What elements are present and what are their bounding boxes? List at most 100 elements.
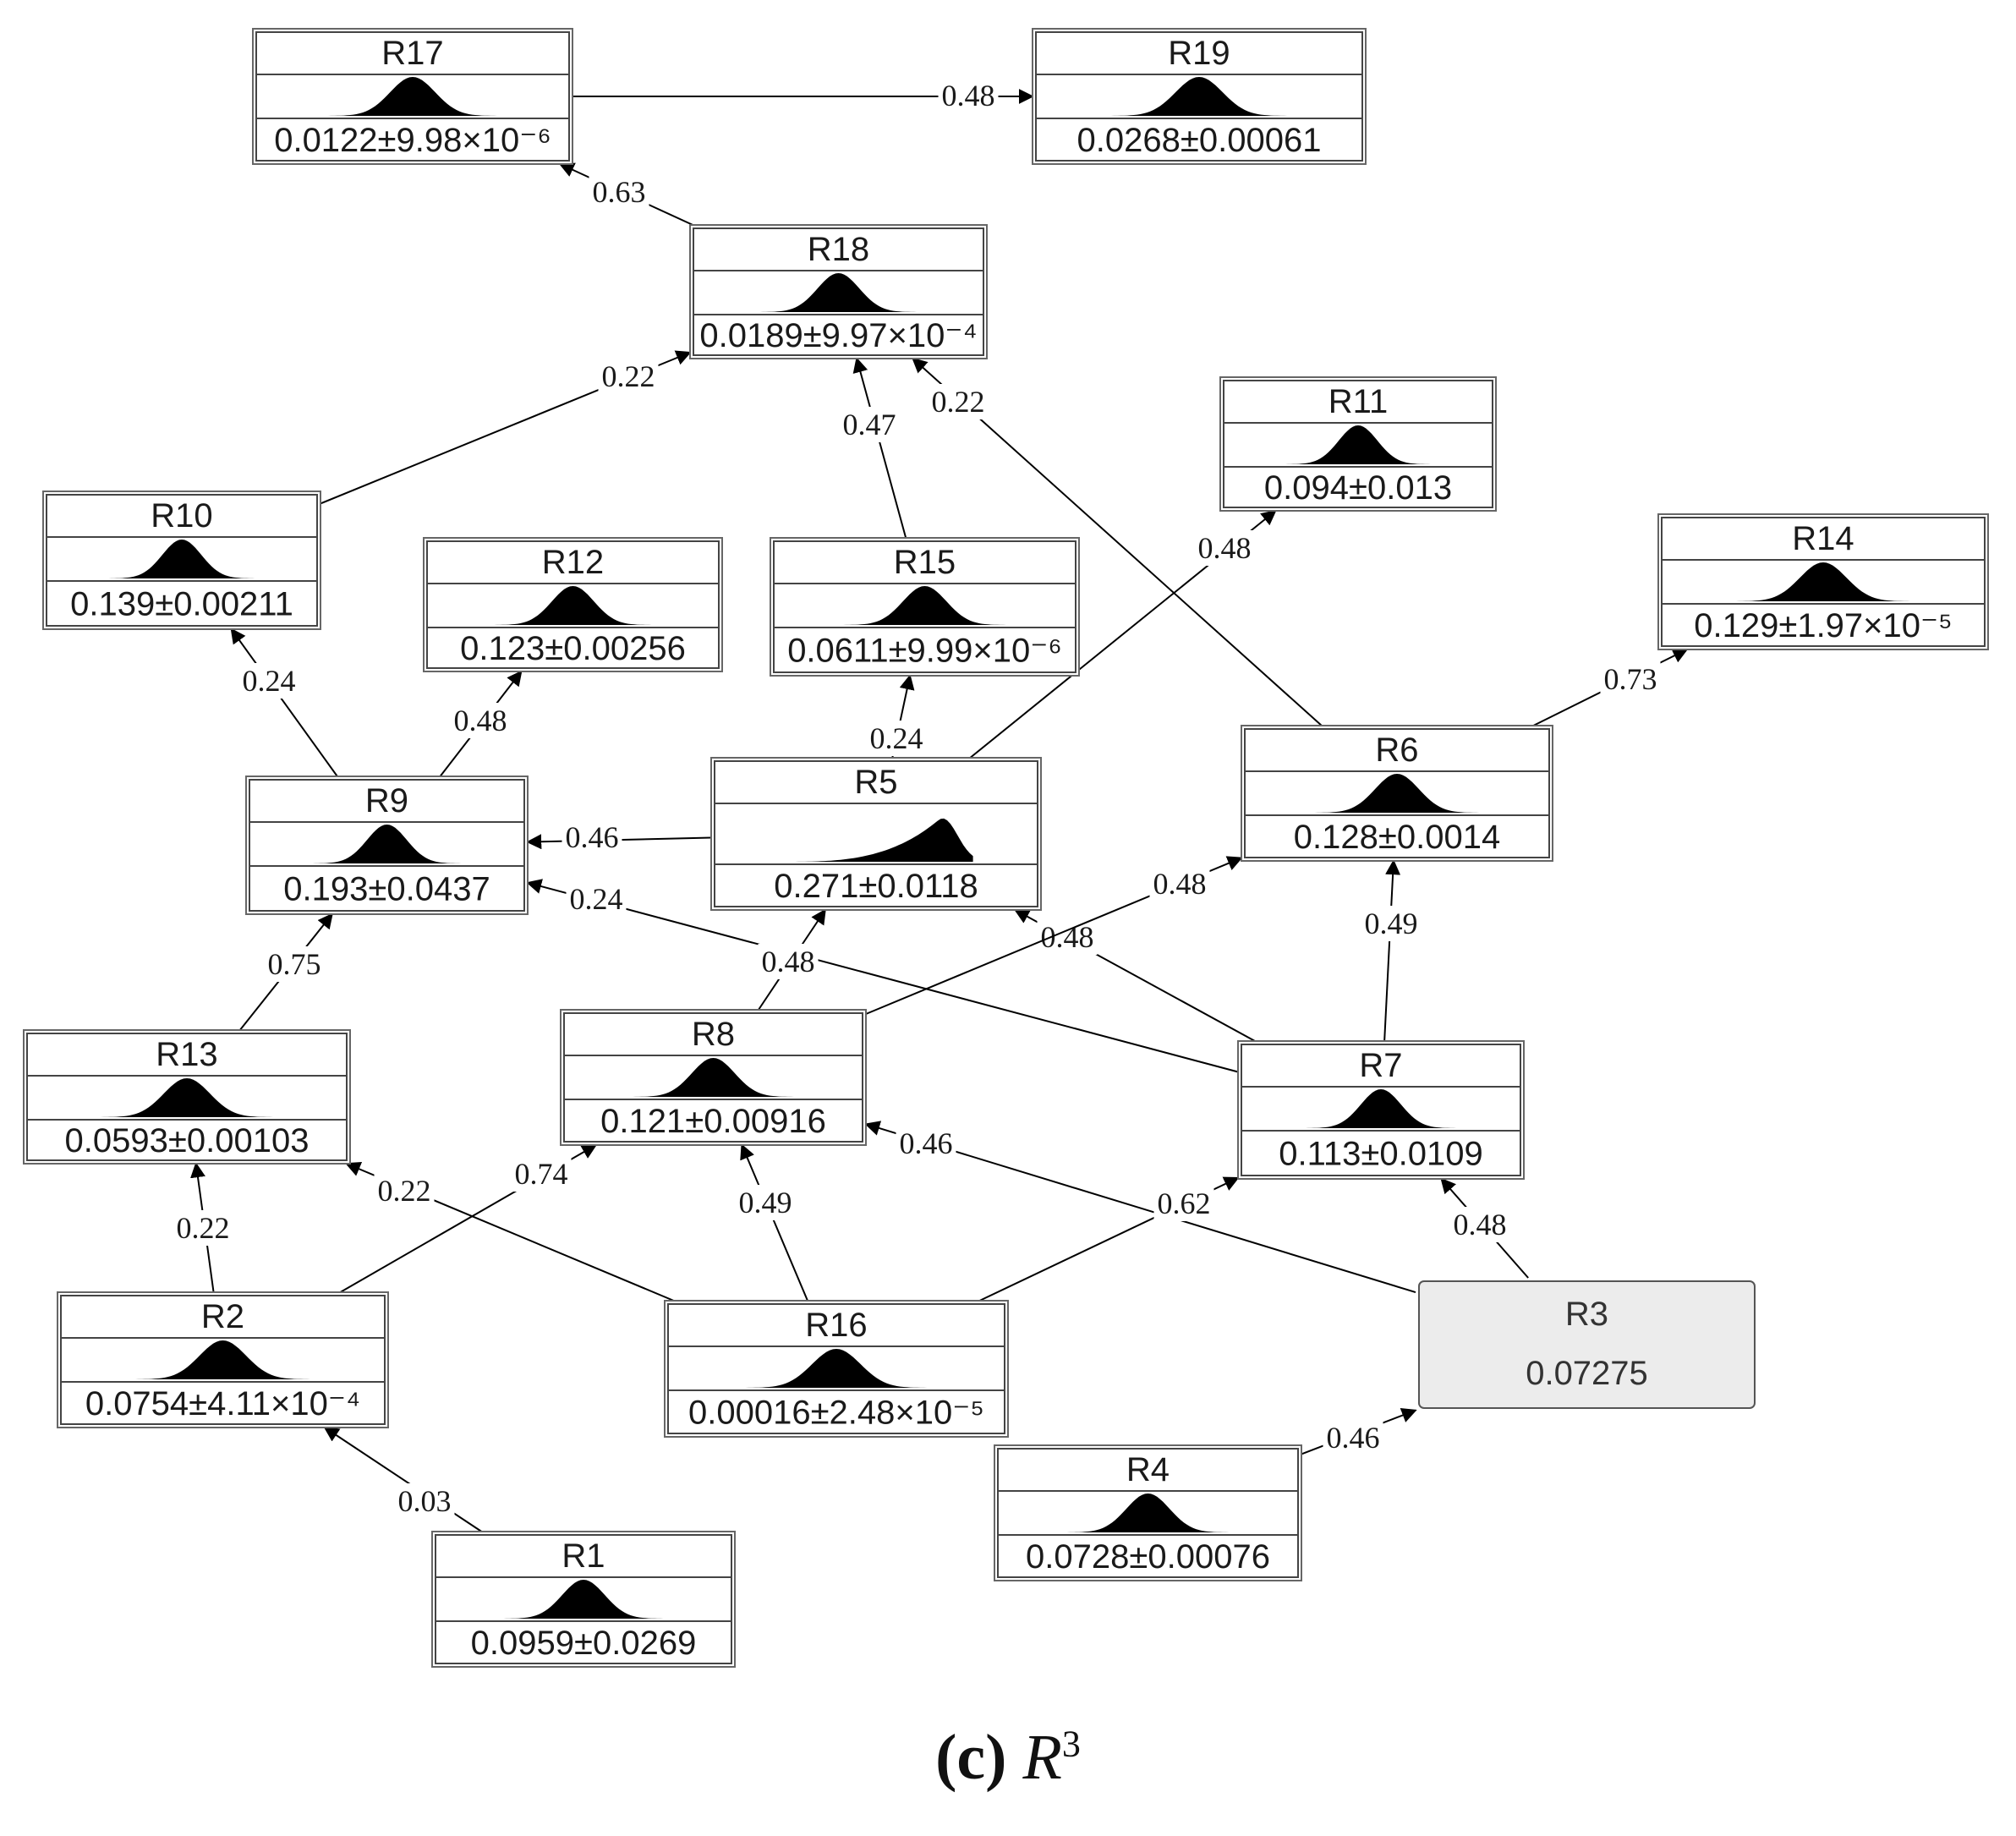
edge-weight-label: 0.22 [602,359,655,393]
edge-label-bg [562,819,622,855]
edge-weight-label: 0.62 [1158,1187,1211,1220]
edge-weight-label: 0.48 [1041,920,1094,954]
node-value: 0.0754±4.11×10⁻⁴ [85,1385,360,1422]
edge-weight-label: 0.47 [843,408,896,441]
edge-label-bg [938,78,999,113]
node-value: 0.123±0.00256 [460,630,686,667]
node-r8[interactable]: R80.121±0.00916 [560,1009,867,1146]
node-title: R7 [1359,1047,1402,1084]
edge-label-bg [598,359,659,394]
edge-r3-r8: 0.46 [864,1121,1416,1294]
node-value: 0.271±0.0118 [774,868,978,905]
distribution-histogram [90,1078,283,1117]
edge-label-bg [735,1185,796,1220]
node-border [1241,1044,1521,1176]
edge-line [323,1427,482,1532]
edge-r16-r7: 0.62 [978,1176,1240,1302]
node-title: R11 [1328,383,1388,420]
edge-r16-r8: 0.49 [735,1143,808,1302]
node-value: 0.139±0.00211 [70,586,293,623]
distribution-histogram [1101,77,1297,116]
edge-label-bg [866,721,927,756]
node-r2[interactable]: R2 0.0754±4.11×10⁻⁴ [57,1291,389,1428]
distribution-histogram [779,818,973,862]
edge-label-bg [394,1483,455,1519]
node-title: R3 [1565,1296,1608,1333]
edge-label-bg [1449,1207,1510,1242]
edge-r7-r9: 0.24 [526,879,1239,1073]
edge-weight-label: 0.73 [1604,662,1657,696]
node-r7[interactable]: R70.113±0.0109 [1237,1040,1525,1180]
distribution-histogram [751,273,926,312]
node-r1[interactable]: R10.0959±0.0269 [431,1531,736,1668]
node-r9[interactable]: R9 0.193±0.0437 [245,776,529,915]
node-value: 0.0189±9.97×10⁻⁴ [699,317,977,354]
edge-label-bg [450,703,511,738]
edge-weight-label: 0.48 [454,704,507,737]
distribution-histogram [125,1340,320,1379]
edge-r8-r5: 0.48 [758,908,826,1011]
edge-weight-label: 0.46 [566,820,619,854]
node-value: 0.00016±2.48×10⁻⁵ [688,1395,984,1432]
node-border [1035,31,1363,162]
edge-label-bg [758,944,819,979]
node-value: 0.0268±0.00061 [1077,122,1322,159]
edge-label-bg [173,1210,233,1246]
distribution-histogram [485,586,660,625]
edge-label-bg [1153,1186,1214,1221]
caption-letter: (c) [935,1722,1007,1793]
edge-label-bg [566,881,627,917]
edge-r8-r6: 0.48 [865,856,1243,1015]
edge-weight-label: 0.22 [378,1174,431,1208]
edge-label-bg [238,663,299,699]
edge-label-bg [589,174,649,210]
node-border [1223,380,1493,508]
node-border [1244,728,1550,858]
distribution-histogram [304,825,469,863]
edge-weight-label: 0.24 [870,721,923,755]
edge-r2-r13: 0.22 [173,1162,233,1293]
node-value: 0.0593±0.00103 [65,1122,310,1159]
node-title: R9 [365,782,408,819]
edge-weight-label: 0.24 [243,664,296,698]
node-title: R4 [1126,1451,1170,1488]
node-r5[interactable]: R50.271±0.0118 [710,757,1042,911]
node-r6[interactable]: R6 0.128±0.0014 [1241,725,1553,862]
node-value: 0.128±0.0014 [1294,819,1500,856]
node-border [667,1303,1005,1434]
caption-variable: R [1022,1722,1062,1793]
edges-layer: 0.480.630.220.470.220.480.730.240.480.24… [173,78,1689,1532]
node-frame [710,757,1042,911]
node-title: R2 [201,1298,244,1335]
node-r3-observed[interactable]: R30.07275 [1418,1280,1756,1409]
observed-node-box [1418,1280,1756,1409]
node-border [26,1033,348,1161]
edge-r13-r9: 0.75 [239,913,333,1031]
edge-r17-r19: 0.48 [572,78,1034,113]
distribution-histogram [1306,774,1488,813]
edge-weight-label: 0.03 [398,1484,452,1518]
edge-r10-r18: 0.22 [320,350,692,505]
node-title: R1 [562,1537,605,1575]
edge-line [852,357,907,539]
edge-weight-label: 0.48 [942,79,995,112]
node-border [773,540,1076,673]
node-title: R6 [1375,732,1418,769]
node-value: 0.0728±0.00076 [1026,1538,1270,1576]
node-r4[interactable]: R4 0.0728±0.00076 [994,1444,1302,1581]
edge-r7-r6: 0.49 [1361,859,1422,1042]
edge-weight-label: 0.48 [1198,531,1252,565]
node-value: 0.193±0.0437 [283,871,490,908]
edge-r1-r2: 0.03 [323,1427,482,1532]
